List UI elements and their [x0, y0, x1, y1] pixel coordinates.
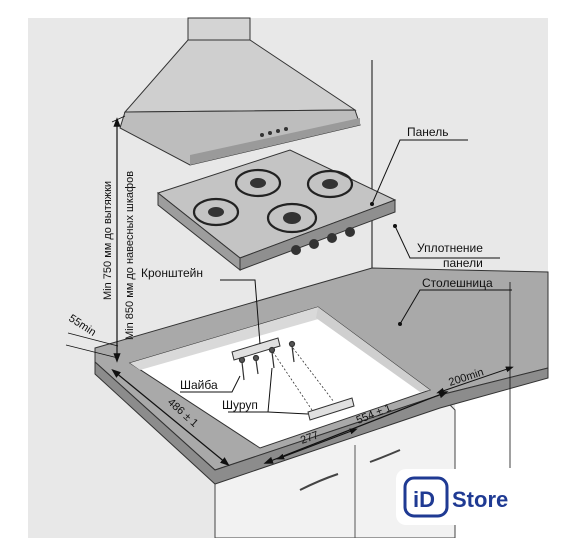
label-seal-line1: Уплотнение [417, 241, 483, 255]
gas-hob [156, 149, 397, 272]
brand-logo: iD Store [396, 469, 531, 525]
label-washer: Шайба [180, 378, 218, 392]
screws [238, 340, 296, 381]
label-seal-line2: панели [443, 256, 483, 270]
logo-store: Store [452, 487, 508, 512]
hood-height-label-2: Min 850 мм до навесных шкафов [124, 171, 136, 340]
logo-id: iD [413, 487, 435, 512]
hood-height-label-1: Min 750 мм до вытяжки [102, 181, 114, 300]
label-screw: Шуруп [222, 398, 258, 412]
offset-dimension-line [276, 428, 358, 460]
label-countertop: Столешница [422, 276, 493, 290]
dimension-277: 277 [299, 429, 320, 447]
label-bracket: Кронштейн [141, 266, 203, 280]
range-hood [119, 17, 361, 166]
depth-dimension-line [111, 368, 230, 467]
label-panel: Панель [407, 125, 448, 139]
